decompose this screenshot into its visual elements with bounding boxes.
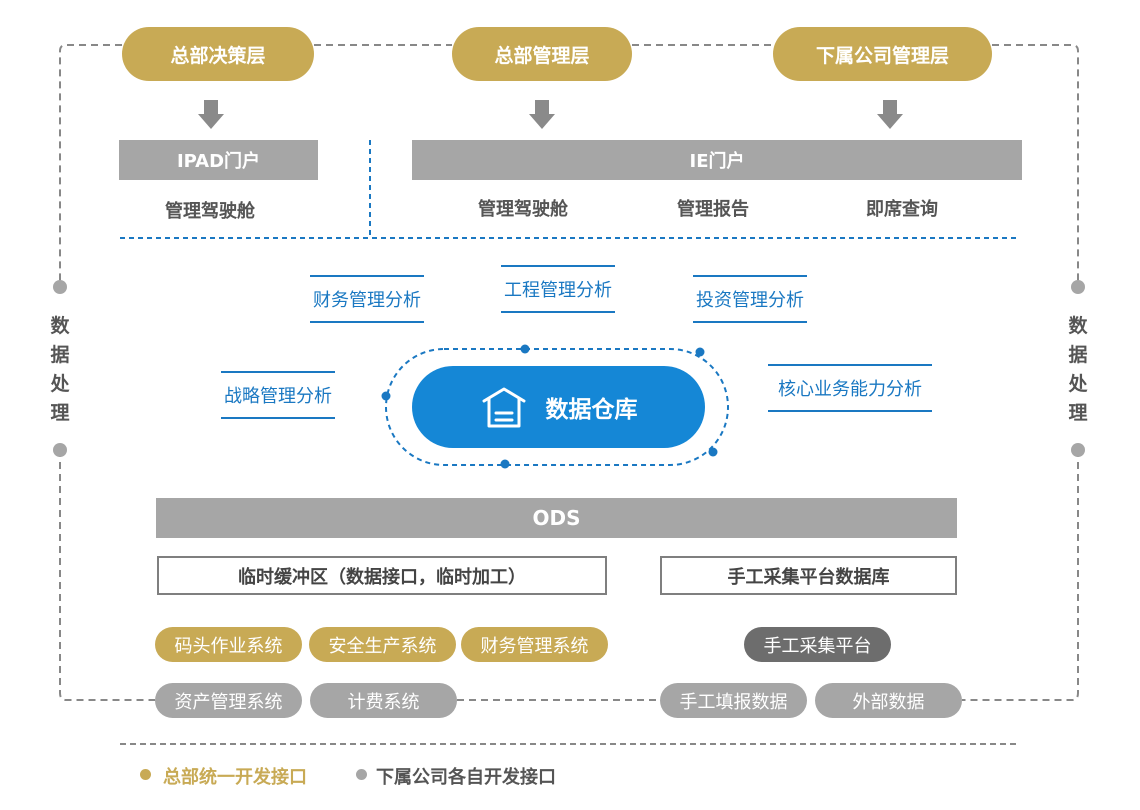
left-side-char: 理	[50, 402, 70, 424]
right-side-char: 数	[1068, 315, 1088, 337]
down-arrow-icon	[198, 100, 903, 129]
ipad-portal-title: IPAD门户	[176, 151, 261, 172]
legend-subsidiary-interface: 下属公司各自开发接口	[376, 767, 556, 788]
ie-portal-bar: IE门户	[412, 140, 1022, 180]
system-asset-management: 资产管理系统	[155, 683, 302, 718]
legend-gold-dot	[140, 769, 151, 780]
right-side-label: 数 据 处 理	[1066, 312, 1090, 428]
left-side-label: 数 据 处 理	[48, 312, 72, 428]
ie-adhoc-query-label: 即席查询	[866, 199, 938, 220]
temp-buffer-area: 临时缓冲区（数据接口，临时加工）	[157, 556, 607, 595]
topic-investment-analysis: 投资管理分析	[693, 275, 807, 323]
manual-entry-data: 手工填报数据	[660, 683, 807, 718]
ie-report-label: 管理报告	[677, 199, 749, 220]
left-side-char: 处	[50, 373, 70, 395]
legend-hq-interface: 总部统一开发接口	[163, 767, 307, 788]
layer-hq-management: 总部管理层	[452, 27, 632, 81]
ipad-portal-bar: IPAD门户	[119, 140, 318, 180]
system-finance-management-label: 财务管理系统	[480, 635, 589, 657]
topic-engineering-analysis: 工程管理分析	[501, 265, 615, 313]
system-terminal-operations: 码头作业系统	[155, 627, 302, 662]
right-side-char: 处	[1068, 373, 1088, 395]
layer-hq-decision-label: 总部决策层	[170, 44, 266, 67]
system-finance-management: 财务管理系统	[461, 627, 608, 662]
layer-subsidiary-management-label: 下属公司管理层	[815, 44, 949, 67]
ie-cockpit-label: 管理驾驶舱	[478, 199, 568, 220]
manual-collection-platform: 手工采集平台	[744, 627, 891, 662]
system-billing-label: 计费系统	[347, 691, 420, 713]
left-side-char: 数	[50, 315, 70, 337]
warehouse-icon	[482, 387, 525, 428]
layer-subsidiary-management: 下属公司管理层	[773, 27, 992, 81]
temp-buffer-area-label: 临时缓冲区（数据接口，临时加工）	[238, 566, 526, 588]
system-asset-management-label: 资产管理系统	[174, 691, 283, 713]
topic-finance-analysis: 财务管理分析	[310, 275, 424, 323]
ods-label: ODS	[532, 506, 581, 530]
manual-collection-db: 手工采集平台数据库	[660, 556, 957, 595]
layer-hq-management-label: 总部管理层	[494, 44, 590, 67]
topic-core-business-analysis: 核心业务能力分析	[768, 364, 932, 412]
topic-strategy-analysis: 战略管理分析	[221, 371, 335, 419]
ipad-cockpit-label: 管理驾驶舱	[165, 201, 255, 222]
right-side-char: 据	[1068, 344, 1088, 366]
system-terminal-operations-label: 码头作业系统	[174, 635, 283, 657]
manual-collection-platform-label: 手工采集平台	[763, 635, 872, 657]
ie-portal-title: IE门户	[689, 151, 745, 172]
layer-hq-decision: 总部决策层	[122, 27, 314, 81]
system-safety-production-label: 安全生产系统	[328, 635, 437, 657]
data-warehouse-node: 数据仓库	[412, 366, 705, 448]
data-warehouse-label: 数据仓库	[545, 397, 638, 423]
system-safety-production: 安全生产系统	[309, 627, 456, 662]
external-data: 外部数据	[815, 683, 962, 718]
manual-collection-db-label: 手工采集平台数据库	[727, 566, 890, 588]
system-billing: 计费系统	[310, 683, 457, 718]
legend-gray-dot	[356, 769, 367, 780]
manual-entry-data-label: 手工填报数据	[679, 691, 788, 713]
ods-bar: ODS	[156, 498, 957, 538]
left-side-char: 据	[50, 344, 70, 366]
right-side-char: 理	[1068, 402, 1088, 424]
external-data-label: 外部数据	[852, 691, 925, 713]
